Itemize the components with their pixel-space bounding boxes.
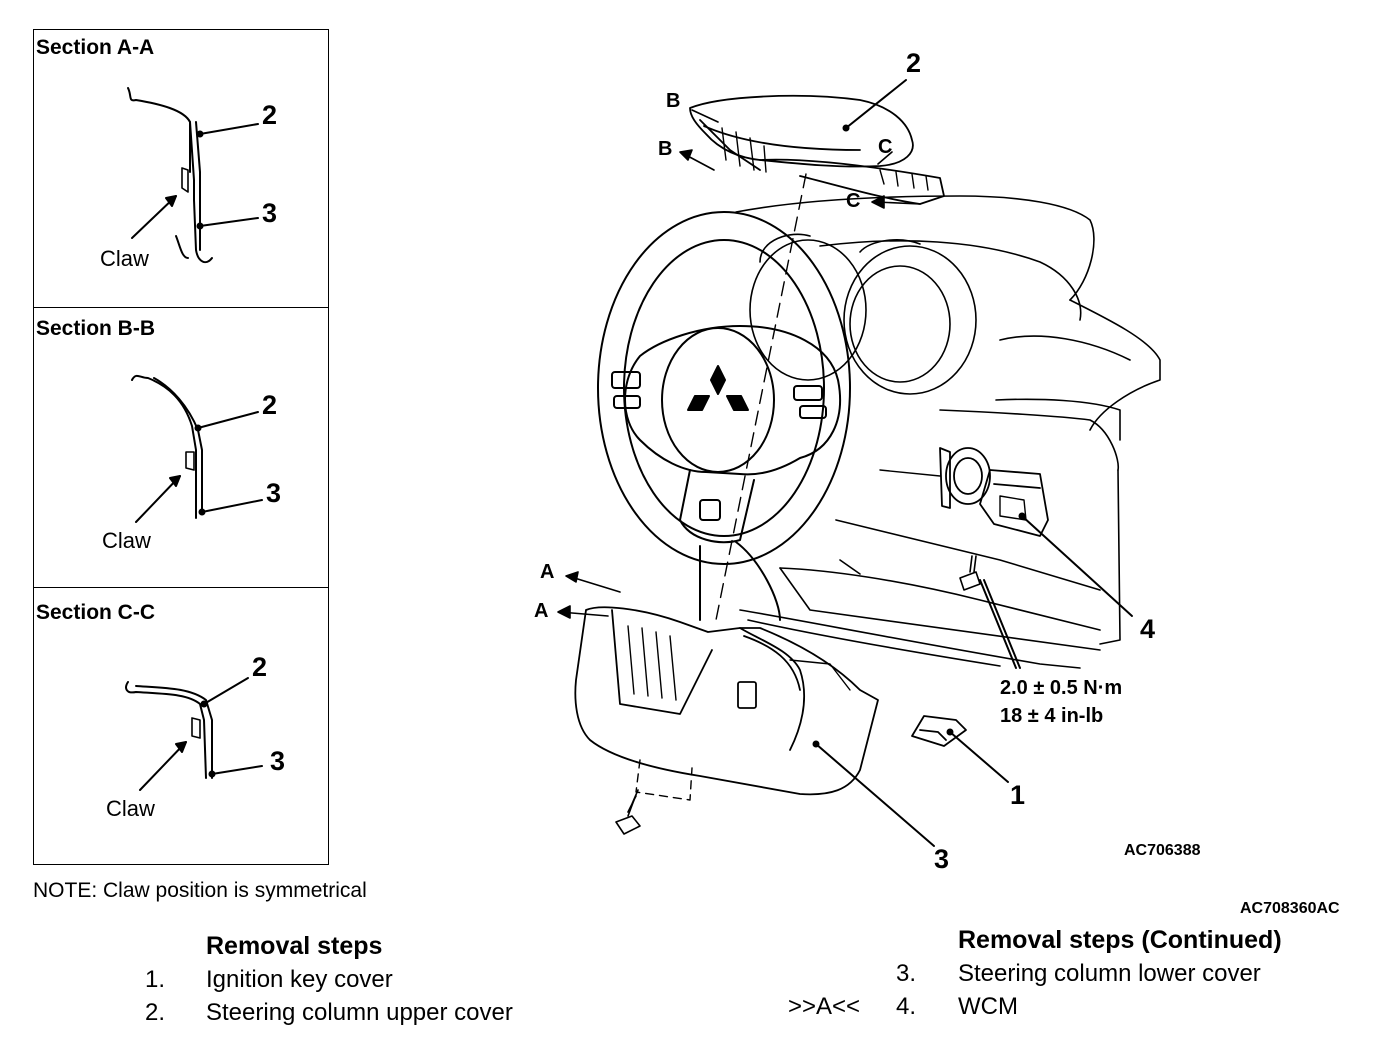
marker-a-upper: A xyxy=(540,561,555,583)
callout-2: 2 xyxy=(906,48,922,78)
wcm-part-4 xyxy=(879,447,1049,537)
removal-step-number: 1. xyxy=(145,966,166,993)
removal-step-label: Ignition key cover xyxy=(206,966,393,993)
marker-c-upper: C xyxy=(878,136,893,158)
section-a-a-title: Section A-A xyxy=(36,36,155,59)
removal-step-label: WCM xyxy=(958,993,1018,1020)
steering-wheel xyxy=(597,211,851,621)
callout-3: 3 xyxy=(934,844,950,874)
section-a-a-profile xyxy=(127,87,259,264)
callout-leaders xyxy=(812,79,1133,847)
key-cover-part-1 xyxy=(911,715,967,747)
upper-cover-part-2 xyxy=(689,94,945,205)
section-a-a-claw-label: Claw xyxy=(100,246,149,271)
section-b-b-callout-3: 3 xyxy=(266,478,282,508)
marker-b-lower: B xyxy=(658,138,673,160)
removal-step-number: 2. xyxy=(145,999,166,1026)
section-b-b-profile xyxy=(131,374,263,523)
marker-b-upper: B xyxy=(666,90,681,112)
section-a-a-callout-2: 2 xyxy=(262,100,278,130)
section-b-b-claw-label: Claw xyxy=(102,528,151,553)
removal-step-number: 3. xyxy=(896,960,917,987)
section-c-c-profile xyxy=(125,677,263,791)
removal-step-label: Steering column upper cover xyxy=(206,999,513,1026)
inner-figure-code: AC706388 xyxy=(1124,842,1201,859)
torque-metric: 2.0 ± 0.5 N·m xyxy=(1000,677,1123,699)
section-b-b-callout-2: 2 xyxy=(262,390,278,420)
callout-1: 1 xyxy=(1010,780,1026,810)
section-b-b-title: Section B-B xyxy=(36,317,156,340)
section-c-c-claw-label: Claw xyxy=(106,796,155,821)
removal-step-marker: >>A<< xyxy=(788,993,861,1020)
removal-steps-title: Removal steps xyxy=(206,932,383,960)
removal-step-number: 4. xyxy=(896,993,917,1020)
removal-steps-continued-title: Removal steps (Continued) xyxy=(958,926,1282,954)
screw-lower xyxy=(615,789,641,835)
removal-step-label: Steering column lower cover xyxy=(958,960,1261,987)
section-c-c-title: Section C-C xyxy=(36,601,156,624)
lower-cover-part-3 xyxy=(574,606,879,801)
note-text: NOTE: Claw position is symmetrical xyxy=(33,879,367,902)
section-arrows xyxy=(557,109,921,619)
assembly-line xyxy=(715,173,807,621)
figure-code: AC708360AC xyxy=(1240,900,1340,917)
section-c-c-callout-2: 2 xyxy=(252,652,268,682)
marker-a-lower: A xyxy=(534,600,549,622)
callout-4: 4 xyxy=(1140,614,1156,644)
section-panels-frame xyxy=(33,29,329,865)
section-c-c-callout-3: 3 xyxy=(270,746,286,776)
section-divider xyxy=(33,587,329,588)
dashboard-outline xyxy=(735,195,1161,669)
section-a-a-callout-3: 3 xyxy=(262,198,278,228)
gauge-pods xyxy=(749,233,977,395)
section-divider xyxy=(33,307,329,308)
bolt xyxy=(959,555,981,591)
marker-c-lower: C xyxy=(846,190,861,212)
torque-imperial: 18 ± 4 in-lb xyxy=(1000,705,1104,727)
